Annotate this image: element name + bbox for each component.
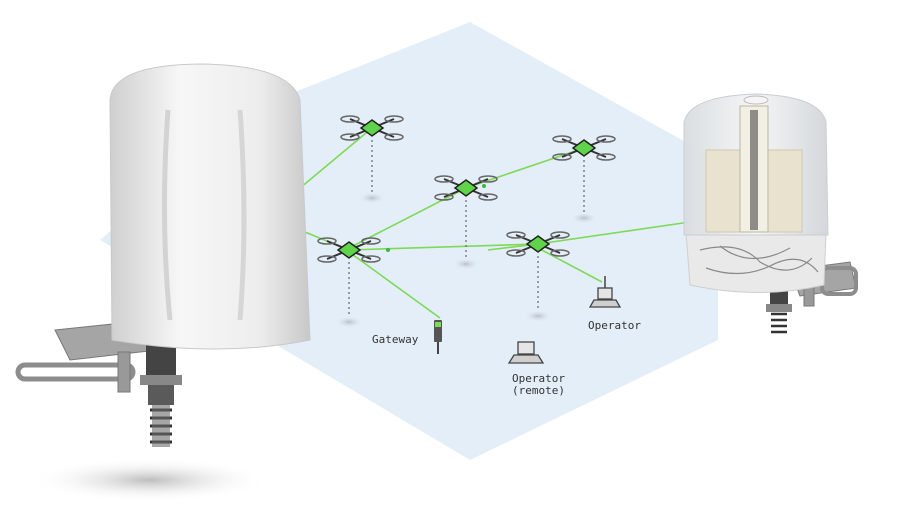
link-drone-e-drone-d: [348, 243, 539, 251]
cable-connector-right: [766, 290, 792, 334]
laptop-icon: [588, 276, 622, 308]
laptop-icon: [507, 341, 545, 364]
operator-remote: Operator (remote): [507, 341, 565, 397]
link-operator-drone-e: [537, 247, 603, 283]
antenna-enclosure-icon: [109, 63, 311, 350]
drone-c: [552, 135, 616, 224]
drone-a: [340, 115, 404, 204]
link-drone-a-device-left: [299, 127, 373, 189]
gateway-label: Gateway: [372, 333, 419, 346]
gateway: Gateway: [372, 320, 442, 354]
antenna-enclosure-closed: [15, 63, 311, 502]
cable-connector: [140, 345, 182, 447]
link-gateway-drone-d: [348, 251, 441, 319]
drone-e: [506, 231, 570, 322]
operator-label: Operator: [588, 319, 641, 332]
link-device-right-drone-e: [537, 221, 691, 245]
drone-b: [434, 175, 498, 270]
operator-remote-label-line1: Operator: [512, 372, 565, 385]
operator: Operator: [588, 276, 641, 332]
operator-remote-label-line2: (remote): [512, 384, 565, 397]
antenna-enclosure-open: [683, 93, 858, 334]
internal-wiring: [699, 245, 819, 275]
drone-d: [317, 237, 381, 328]
